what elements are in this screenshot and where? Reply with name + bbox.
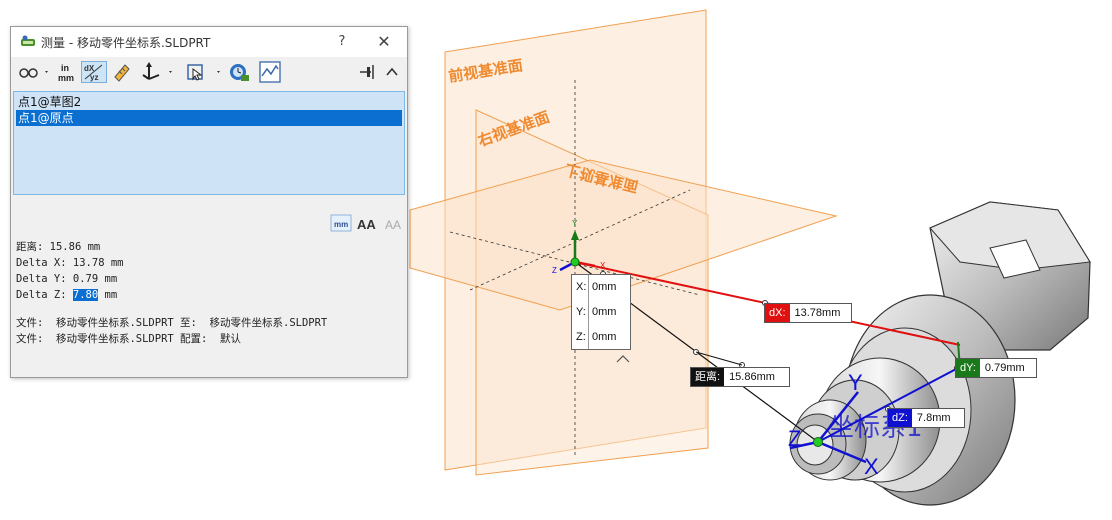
- delta-x-label: Delta X:: [16, 257, 67, 269]
- distance-row: 距离: 15.86 mm: [16, 239, 124, 255]
- top-plane[interactable]: [409, 159, 838, 311]
- square-socket: [989, 239, 1041, 279]
- selection-item-sketch-point[interactable]: 点1@草图2: [18, 95, 82, 109]
- delta-z-label: Delta Z:: [16, 289, 67, 301]
- pin-button[interactable]: [357, 61, 377, 83]
- dy-callout-value: 0.79mm: [984, 362, 1025, 374]
- projection-button[interactable]: [139, 61, 179, 83]
- point-to-point-button[interactable]: [111, 61, 133, 83]
- close-button[interactable]: ✕: [377, 32, 391, 51]
- svg-text:AA: AA: [385, 218, 401, 232]
- dialog-title: 测量 - 移动零件坐标系.SLDPRT: [41, 36, 211, 50]
- dx-callout[interactable]: dX: 13.78mm: [764, 303, 852, 323]
- delta-y-unit: mm: [104, 273, 118, 285]
- delta-x-row: Delta X: 13.78 mm: [16, 255, 124, 271]
- svg-text:AA: AA: [357, 217, 376, 232]
- distance-callout-value: 15.86mm: [729, 371, 775, 383]
- y-coord-value: 0mm: [592, 306, 617, 318]
- file-info-line-2: 文件: 移动零件坐标系.SLDPRT 配置: 默认: [16, 333, 242, 345]
- dx-callout-tag: dX:: [765, 304, 790, 322]
- y-coord-label: Y:: [576, 306, 586, 318]
- delta-y-value: 0.79: [72, 273, 99, 285]
- cs-y-label: Y: [848, 370, 863, 395]
- sensor-button[interactable]: [259, 61, 281, 83]
- pin-icon: [360, 65, 374, 79]
- origin-z-label: Z: [552, 266, 557, 275]
- svg-text:yz: yz: [90, 73, 98, 82]
- point-to-point-icon: [114, 64, 130, 82]
- selection-filter-icon: [187, 64, 220, 81]
- help-button[interactable]: ?: [338, 34, 346, 49]
- delta-y-label: Delta Y:: [16, 273, 67, 285]
- selection-filter-button[interactable]: [185, 61, 225, 83]
- cs-x-label: X: [864, 454, 879, 479]
- dialog-titlebar[interactable]: 测量 - 移动零件坐标系.SLDPRT ? ✕: [11, 27, 407, 57]
- z-coord-value: 0mm: [592, 331, 617, 343]
- arc-circle-measure-icon: [19, 68, 48, 78]
- measure-history-icon: [230, 64, 249, 81]
- distance-value: 15.86: [49, 241, 82, 253]
- measure-results: 距离: 15.86 mm Delta X: 13.78 mm Delta Y: …: [16, 239, 124, 303]
- sensor-icon: [259, 61, 281, 83]
- dx-callout-value: 13.78mm: [794, 307, 841, 319]
- dimension-format-icon[interactable]: mm: [330, 214, 352, 232]
- font-decrease-icon[interactable]: AA: [385, 218, 401, 232]
- delta-z-unit: mm: [104, 289, 118, 301]
- svg-text:mm: mm: [58, 73, 74, 83]
- file-info: 文件: 移动零件坐标系.SLDPRT 至: 移动零件坐标系.SLDPRT 文件:…: [16, 315, 327, 347]
- delta-y-row: Delta Y: 0.79 mm: [16, 271, 124, 287]
- delta-x-value: 13.78: [72, 257, 105, 269]
- svg-text:dX: dX: [84, 64, 95, 73]
- delta-z-row: Delta Z: 7.80 mm: [16, 287, 124, 303]
- selection-item-origin-point[interactable]: 点1@原点: [16, 110, 402, 126]
- selection-list[interactable]: 点1@草图2 点1@原点: [13, 91, 405, 195]
- origin-x-label: X: [600, 261, 606, 270]
- file-info-line-1: 文件: 移动零件坐标系.SLDPRT 至: 移动零件坐标系.SLDPRT: [16, 317, 328, 329]
- dy-callout[interactable]: dY: 0.79mm: [955, 358, 1037, 378]
- projection-icon: [142, 62, 172, 80]
- point-xyz-callout[interactable]: X: 0mm Y: 0mm Z: 0mm: [571, 274, 631, 350]
- cs-z-label: Z: [788, 426, 801, 451]
- dz-callout[interactable]: dZ: 7.8mm: [887, 408, 965, 428]
- x-coord-label: X:: [576, 281, 587, 293]
- delta-x-unit: mm: [110, 257, 124, 269]
- distance-unit: mm: [87, 241, 101, 253]
- origin-y-label: Y: [572, 219, 578, 228]
- distance-callout[interactable]: 距离: 15.86mm: [690, 367, 790, 387]
- distance-label: 距离:: [16, 241, 44, 253]
- collapse-icon: [386, 67, 398, 76]
- delta-z-value[interactable]: 7.80: [72, 289, 99, 301]
- svg-text:in: in: [61, 63, 69, 73]
- measure-history-button[interactable]: [227, 61, 251, 83]
- measure-tool-icon: [20, 34, 36, 50]
- distance-callout-tag: 距离:: [691, 368, 725, 386]
- origin-point[interactable]: [570, 257, 580, 267]
- svg-text:mm: mm: [334, 220, 348, 229]
- dz-callout-tag: dZ:: [888, 409, 912, 427]
- dz-callout-value: 7.8mm: [916, 412, 951, 424]
- x-coord-value: 0mm: [592, 281, 617, 293]
- arc-circle-measure-button[interactable]: [17, 61, 51, 83]
- font-increase-icon[interactable]: AA: [357, 217, 376, 232]
- z-coord-label: Z:: [576, 331, 586, 343]
- dz-line: [817, 367, 959, 443]
- result-format-buttons: mm AA AA: [329, 211, 409, 235]
- collapse-button[interactable]: [383, 61, 401, 83]
- sketch-point[interactable]: [813, 437, 823, 447]
- dy-callout-tag: dY:: [956, 359, 980, 377]
